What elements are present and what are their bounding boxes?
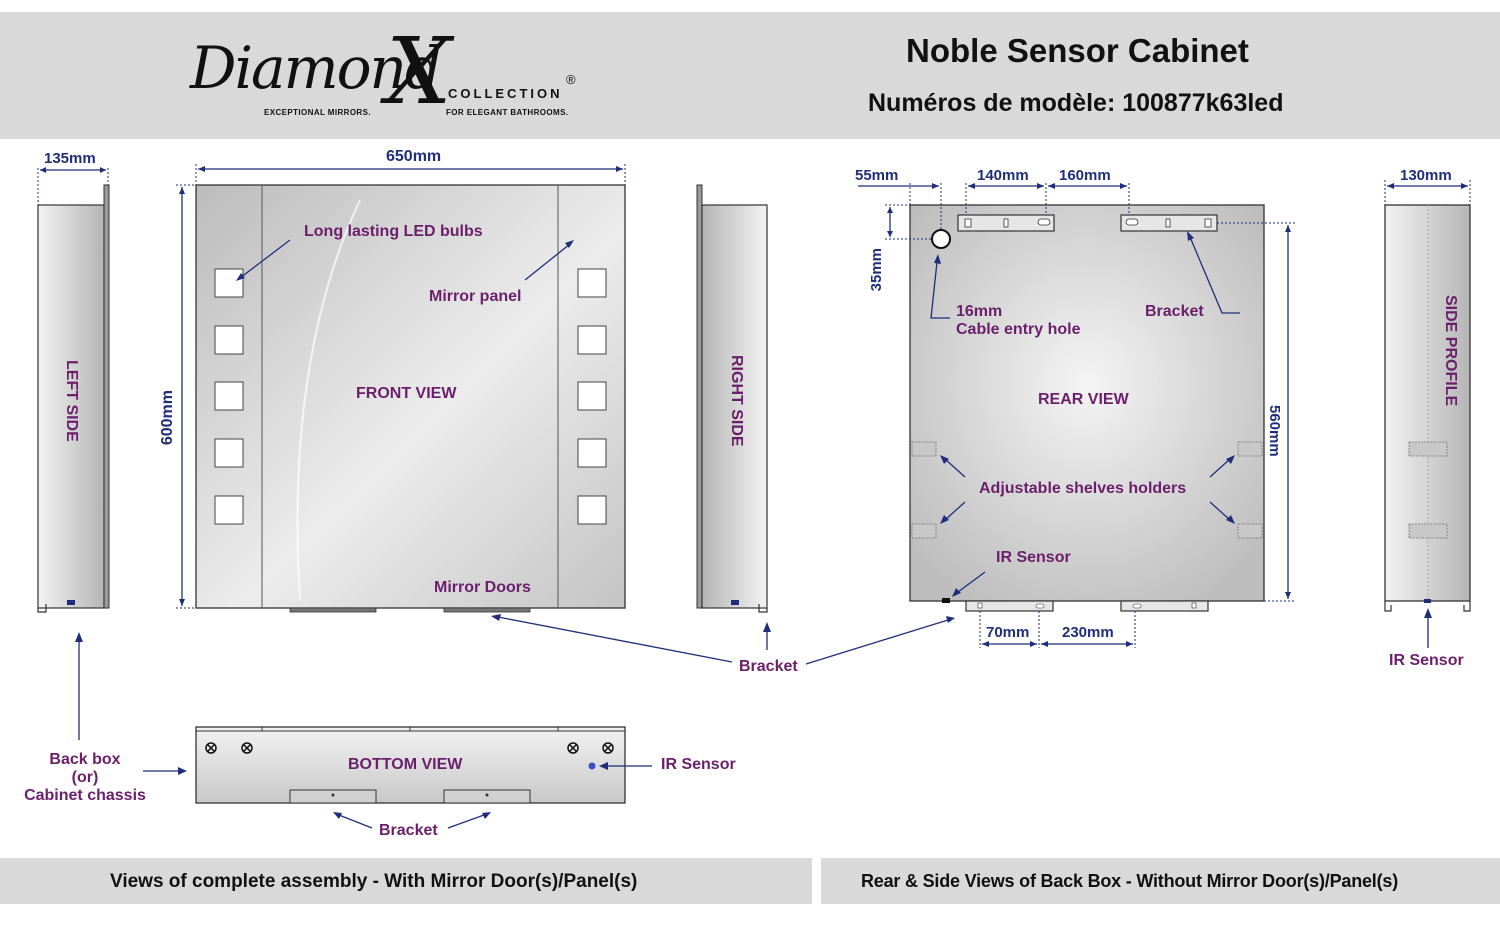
side-profile-view bbox=[1384, 180, 1471, 648]
cable-hole-line-1: 16mm bbox=[956, 303, 1003, 320]
right-side-view bbox=[696, 184, 771, 650]
front-width-dim: 650mm bbox=[386, 148, 442, 165]
bottom-view bbox=[143, 726, 652, 829]
shelves-holders-label: Adjustable shelves holders bbox=[979, 480, 1187, 497]
logo-registered: ® bbox=[566, 72, 576, 87]
front-view-label: FRONT VIEW bbox=[356, 385, 457, 402]
right-side-label: RIGHT SIDE bbox=[728, 355, 745, 447]
logo-x: X bbox=[386, 18, 452, 125]
brand-logo: Diamond X COLLECTION ® EXCEPTIONAL MIRRO… bbox=[190, 18, 590, 130]
rear-bracket-gap-dim: 160mm bbox=[1059, 167, 1111, 184]
bracket-label-center: Bracket bbox=[739, 658, 798, 675]
rear-offset-y-dim: 35mm bbox=[868, 248, 885, 292]
bottom-view-label: BOTTOM VIEW bbox=[348, 756, 463, 773]
front-view bbox=[176, 164, 626, 613]
back-box-line-1: Back box bbox=[49, 751, 121, 768]
side-width-dim: 130mm bbox=[1400, 167, 1452, 184]
rear-ir-sensor-label: IR Sensor bbox=[996, 549, 1071, 566]
cable-hole-line-2: Cable entry hole bbox=[956, 321, 1081, 338]
led-bulbs-label: Long lasting LED bulbs bbox=[304, 223, 483, 240]
rear-bottom-gap-dim: 230mm bbox=[1062, 624, 1114, 641]
mirror-panel-label: Mirror panel bbox=[429, 288, 522, 305]
side-ir-sensor-label: IR Sensor bbox=[1389, 652, 1464, 669]
rear-height-dim: 560mm bbox=[1266, 405, 1283, 457]
model-number: Numéros de modèle: 100877k63led bbox=[868, 89, 1284, 117]
footer-band-left bbox=[0, 858, 812, 904]
left-side-width-dim: 135mm bbox=[44, 150, 96, 167]
side-profile-label: SIDE PROFILE bbox=[1442, 295, 1459, 407]
left-side-label: LEFT SIDE bbox=[63, 360, 80, 442]
footer-band-right bbox=[821, 858, 1500, 904]
header-band bbox=[0, 12, 1500, 139]
rear-bracket-width-dim: 140mm bbox=[977, 167, 1029, 184]
left-side-view bbox=[37, 167, 110, 740]
bracket-callout-arrows bbox=[491, 614, 955, 665]
footer-right-caption: Rear & Side Views of Back Box - Without … bbox=[861, 871, 1398, 891]
logo-script: Diamond bbox=[190, 34, 442, 102]
back-box-line-2: (or) bbox=[71, 769, 99, 786]
footer-left-caption: Views of complete assembly - With Mirror… bbox=[110, 871, 638, 892]
front-height-dim: 600mm bbox=[159, 390, 176, 446]
rear-view bbox=[858, 183, 1295, 648]
bottom-bracket-label: Bracket bbox=[379, 822, 438, 839]
rear-bracket-label: Bracket bbox=[1145, 303, 1204, 320]
logo-collection: COLLECTION bbox=[448, 86, 563, 101]
mirror-doors-label: Mirror Doors bbox=[434, 579, 531, 596]
bottom-ir-sensor-label: IR Sensor bbox=[661, 756, 736, 773]
logo-tagline-left: EXCEPTIONAL MIRRORS. bbox=[264, 108, 371, 117]
logo-tagline-right: FOR ELEGANT BATHROOMS. bbox=[446, 108, 569, 117]
back-box-label: Back box (or) Cabinet chassis bbox=[14, 751, 156, 805]
back-box-line-3: Cabinet chassis bbox=[24, 787, 146, 804]
rear-bottom-left-dim: 70mm bbox=[986, 624, 1030, 641]
cable-hole-label: 16mm Cable entry hole bbox=[956, 303, 1080, 339]
rear-view-label: REAR VIEW bbox=[1038, 391, 1129, 408]
rear-offset-x-dim: 55mm bbox=[855, 167, 899, 184]
page-title: Noble Sensor Cabinet bbox=[906, 32, 1249, 69]
